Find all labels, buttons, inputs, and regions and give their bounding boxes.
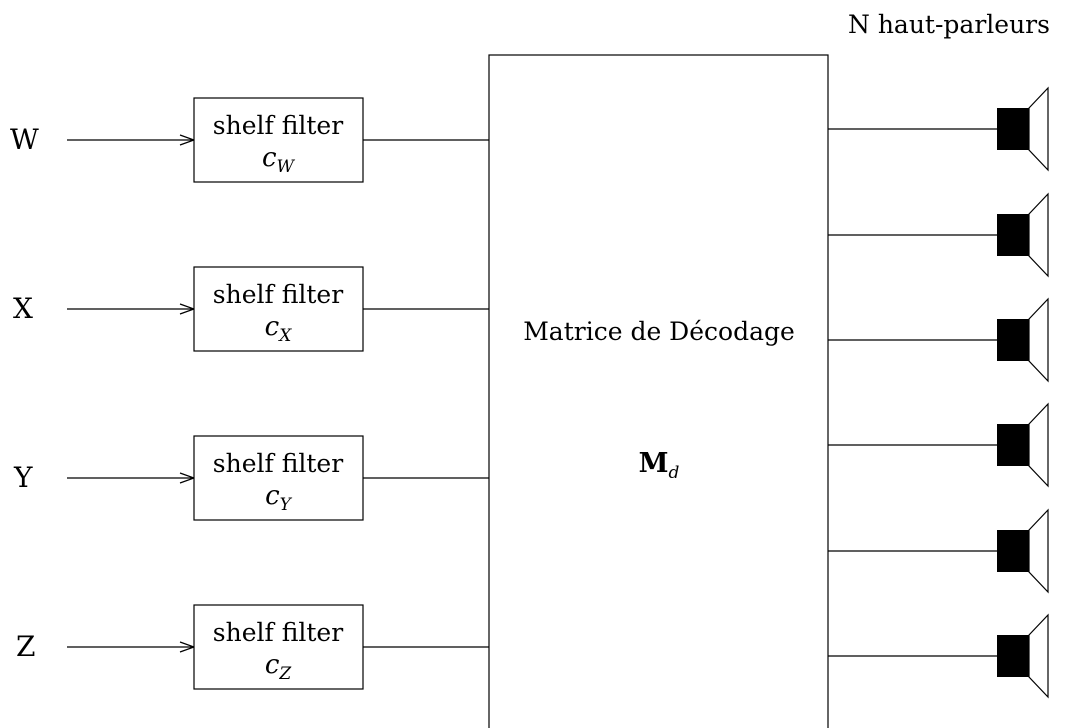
filter-coefficient-x: cX [265,312,293,346]
filter-coefficient-w: cW [262,143,296,177]
speaker-cone-icon-3 [1028,297,1049,383]
speaker-cone-icon-2 [1028,192,1049,278]
coef-sub-y: Y [280,495,293,515]
shelf-filter-box-z [193,604,364,690]
speaker-cone-icon-1 [1028,86,1049,172]
decoding-matrix-symbol: Md [639,448,680,483]
filter-coefficient-y: cY [265,481,293,515]
speaker-output-4 [828,402,1049,488]
speaker-magnet-6 [997,635,1029,677]
decoding-matrix-title: Matrice de Décodage [523,317,795,346]
coef-base-w: c [262,143,277,173]
signal-label-w: W [10,123,39,156]
coef-sub-x: X [277,326,292,346]
shelf-filter-label-w: shelf filter [213,111,343,140]
coef-sub-z: Z [278,664,292,684]
coef-base-y: c [265,481,280,511]
speaker-magnet-2 [997,214,1029,256]
speaker-output-1 [828,86,1049,172]
shelf-filter-box-x [193,266,364,352]
decoding-matrix: Matrice de Décodage Md [488,54,829,728]
coef-base-z: c [265,650,280,680]
shelf-filter-label-z: shelf filter [213,618,343,647]
speaker-output-2 [828,192,1049,278]
matrix-symbol-base: M [639,448,669,479]
input-channel-z: Z shelf filter cZ [16,604,489,690]
input-channel-w: W shelf filter cW [10,97,489,183]
shelf-filter-box-y [193,435,364,521]
speaker-magnet-3 [997,319,1029,361]
speaker-magnet-1 [997,108,1029,150]
input-channel-x: X shelf filter cX [13,266,489,352]
coef-base-x: c [265,312,280,342]
signal-label-y: Y [13,461,33,494]
filter-coefficient-z: cZ [265,650,293,684]
shelf-filter-box-w [193,97,364,183]
signal-label-z: Z [16,630,35,663]
shelf-filter-label-y: shelf filter [213,449,343,478]
speaker-output-3 [828,297,1049,383]
speaker-magnet-4 [997,424,1029,466]
speakers-count-label: N haut-parleurs [848,10,1050,39]
speaker-cone-icon-5 [1028,508,1049,594]
speaker-output-6 [828,613,1049,699]
speaker-magnet-5 [997,530,1029,572]
coef-sub-w: W [277,157,296,177]
signal-label-x: X [13,292,33,325]
matrix-symbol-sub: d [669,463,680,483]
speaker-cone-icon-4 [1028,402,1049,488]
input-channel-y: Y shelf filter cY [13,435,489,521]
speaker-output-5 [828,508,1049,594]
speaker-cone-icon-6 [1028,613,1049,699]
shelf-filter-label-x: shelf filter [213,280,343,309]
decoding-matrix-box [488,54,829,728]
